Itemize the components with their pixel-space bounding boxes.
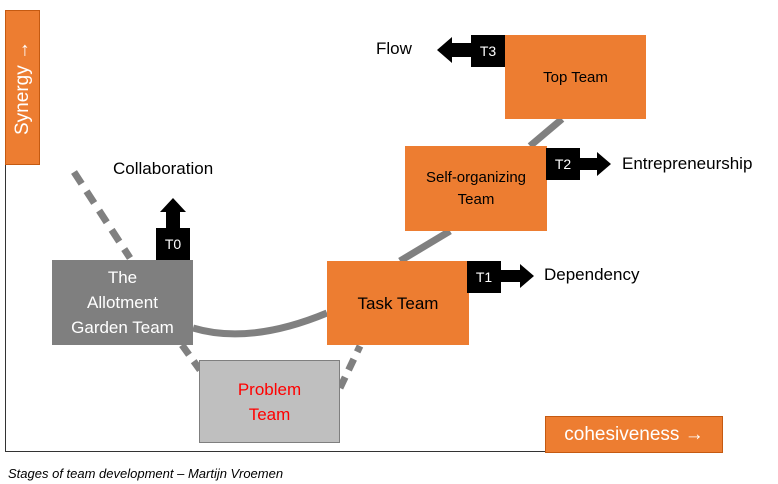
tag-t3: T3	[471, 35, 505, 67]
solid-curve-mid	[398, 227, 452, 265]
arrow-left-t3	[437, 37, 471, 63]
allotment-garden-team-box: The Allotment Garden Team	[52, 260, 193, 345]
arrow-right-t1	[500, 264, 534, 288]
self-organizing-team-box: Self-organizing Team	[405, 146, 547, 231]
label-dependency: Dependency	[544, 265, 640, 284]
y-axis-label: Synergy →	[5, 10, 40, 165]
solid-curve-bottom	[192, 309, 329, 338]
arrow-up-t0	[160, 198, 186, 228]
label-collaboration: Collaboration	[113, 159, 214, 178]
label-entrepreneurship: Entrepreneurship	[622, 154, 753, 173]
arrow-right-t2	[580, 152, 611, 176]
tag-t2: T2	[546, 148, 580, 180]
y-axis-line	[5, 10, 6, 452]
top-team-box: Top Team	[505, 35, 646, 119]
caption: Stages of team development – Martijn Vro…	[8, 466, 284, 481]
problem-team-box: Problem Team	[199, 360, 340, 443]
tag-t0: T0	[156, 228, 190, 260]
x-axis-line	[5, 451, 545, 452]
task-team-box: Task Team	[327, 261, 469, 345]
solid-curve-top	[527, 116, 565, 149]
x-axis-label: cohesiveness →	[545, 416, 723, 453]
dashed-curve-right	[336, 344, 364, 390]
dashed-curve-left-lower	[179, 342, 203, 373]
dashed-curve-left	[71, 170, 133, 260]
tag-t1: T1	[467, 261, 501, 293]
label-flow: Flow	[376, 39, 412, 58]
